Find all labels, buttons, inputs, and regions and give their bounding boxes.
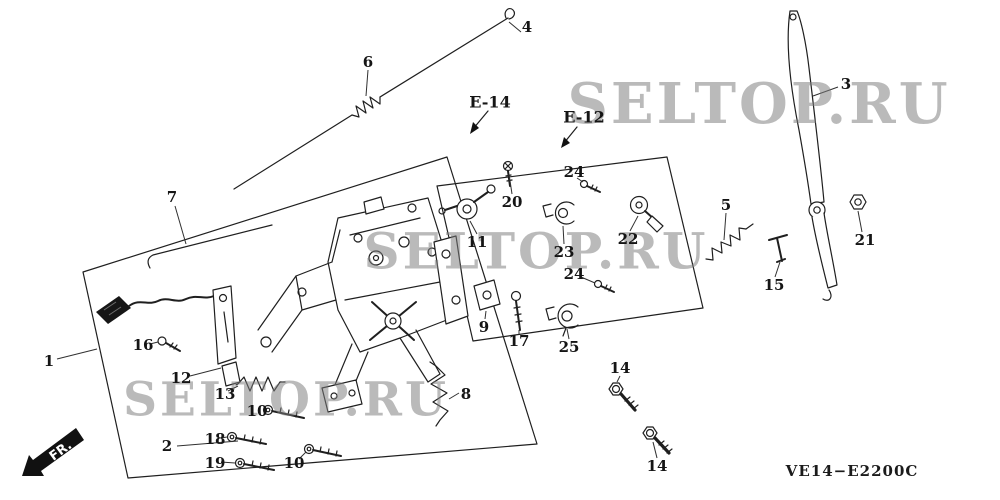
spring-part8 bbox=[429, 361, 449, 427]
flange-bolt-part14-upper bbox=[608, 382, 639, 412]
callout-part-12: 12 bbox=[170, 369, 192, 387]
callout-part-19: 19 bbox=[204, 454, 226, 472]
e14-arrow bbox=[470, 110, 489, 134]
pin-part15 bbox=[768, 234, 788, 263]
callout-part-15: 15 bbox=[763, 276, 785, 294]
callout-part-18: 18 bbox=[204, 430, 226, 448]
ref-label-e14: E-14 bbox=[469, 92, 511, 112]
callout-part-8: 8 bbox=[460, 385, 472, 403]
block-part9 bbox=[473, 279, 501, 311]
watermark: SELTOP.RU bbox=[363, 221, 709, 281]
screw-part10-lower bbox=[303, 443, 342, 457]
nut-part21 bbox=[849, 194, 867, 210]
bracket-part12 bbox=[212, 285, 241, 387]
callout-part-6: 6 bbox=[362, 53, 374, 71]
leader-lines bbox=[56, 21, 863, 464]
callout-part-2: 2 bbox=[161, 437, 173, 455]
callout-part-5: 5 bbox=[720, 196, 732, 214]
callout-part-1: 1 bbox=[43, 352, 55, 370]
callout-part-3: 3 bbox=[840, 75, 852, 93]
throttle-lever-part3 bbox=[787, 10, 838, 301]
spring-part13 bbox=[235, 376, 286, 392]
screw-part18 bbox=[226, 431, 267, 445]
clamp-part23 bbox=[542, 201, 575, 225]
callout-part-24b: 24 bbox=[563, 265, 585, 283]
callout-part-20: 20 bbox=[501, 193, 523, 211]
holder-part22 bbox=[629, 195, 664, 233]
control-plate-part2 bbox=[257, 196, 469, 413]
callout-part-17: 17 bbox=[508, 332, 530, 350]
watermark: SELTOP.RU bbox=[123, 372, 449, 428]
callout-part-9: 9 bbox=[478, 318, 490, 336]
callout-part-25: 25 bbox=[558, 338, 580, 356]
bolt-part17 bbox=[510, 290, 523, 331]
screw-part20 bbox=[502, 160, 514, 187]
callout-part-11: 11 bbox=[466, 233, 488, 251]
spring-part5 bbox=[705, 223, 754, 261]
screw-part24-upper bbox=[579, 179, 601, 193]
e12-arrow bbox=[561, 126, 578, 148]
clamp-part25 bbox=[545, 303, 579, 337]
callout-part-21: 21 bbox=[854, 231, 876, 249]
flange-bolt-part14-lower bbox=[642, 426, 673, 455]
joint-part11 bbox=[438, 184, 496, 220]
callout-part-23: 23 bbox=[553, 243, 575, 261]
callout-part-10b: 10 bbox=[283, 454, 305, 472]
callout-part-24a: 24 bbox=[563, 163, 585, 181]
callout-part-7: 7 bbox=[166, 188, 178, 206]
control-rod-part4 bbox=[233, 7, 515, 190]
bolt-part16 bbox=[157, 336, 181, 352]
callout-part-22: 22 bbox=[617, 230, 639, 248]
callout-part-4: 4 bbox=[521, 18, 533, 36]
cable-assembly bbox=[96, 295, 215, 324]
ref-label-e12: E-12 bbox=[563, 107, 605, 127]
callout-part-10a: 10 bbox=[246, 402, 268, 420]
screw-part19 bbox=[234, 457, 275, 471]
rod-part7 bbox=[147, 224, 273, 269]
watermark: SELTOP.RU bbox=[567, 71, 951, 137]
main-assembly-box bbox=[82, 156, 538, 479]
fr-direction-arrow: FR. bbox=[22, 428, 84, 476]
callout-part-13: 13 bbox=[214, 385, 236, 403]
screw-part10-upper bbox=[262, 404, 305, 419]
callout-part-14a: 14 bbox=[609, 359, 631, 377]
drawing-code: VE14−E2200C bbox=[785, 462, 919, 480]
callout-part-14b: 14 bbox=[646, 457, 668, 475]
screw-part24-lower bbox=[593, 279, 615, 293]
callout-part-16: 16 bbox=[132, 336, 154, 354]
